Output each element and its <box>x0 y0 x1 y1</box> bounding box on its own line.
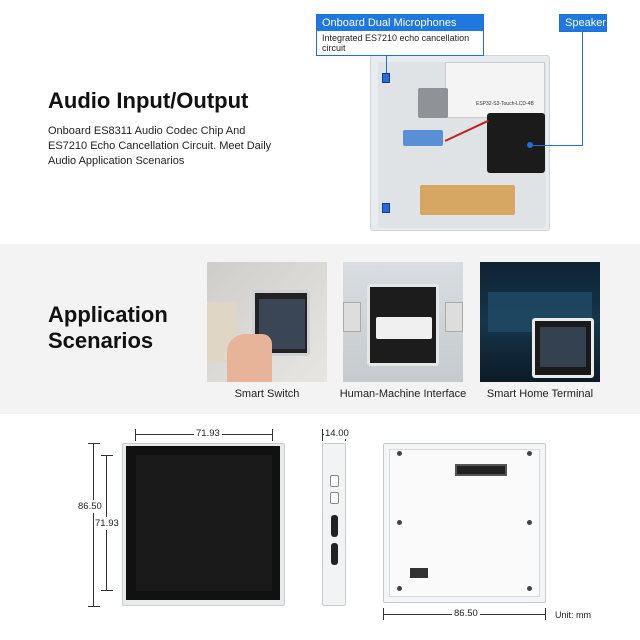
audio-title: Audio Input/Output <box>48 88 249 113</box>
speaker-callout-line-h <box>530 145 582 146</box>
photo-smart-switch <box>207 262 327 382</box>
pcb-top-header: ESP32-S3-Touch-LCD-4B <box>445 62 545 118</box>
microphone-top <box>382 73 390 83</box>
back-screw-1 <box>397 451 402 456</box>
side-depth-tick-left <box>322 429 323 441</box>
front-height-outer-line <box>93 443 94 606</box>
side-button-1 <box>330 475 339 487</box>
back-screw-5 <box>397 586 402 591</box>
speaker-callout: Speaker <box>559 14 607 32</box>
back-width-label: 86.50 <box>452 608 480 619</box>
front-height-inner-tick-top <box>101 455 113 456</box>
back-screw-4 <box>527 520 532 525</box>
back-width-tick-right <box>545 608 546 620</box>
photo-smart-home <box>480 262 600 382</box>
front-height-outer-tick-bottom <box>88 606 100 607</box>
speaker-image <box>487 113 545 173</box>
back-width-tick-left <box>383 608 384 620</box>
scenarios-title-line1: Application <box>48 302 168 327</box>
unit-label: Unit: mm <box>555 610 591 620</box>
codec-module <box>403 130 443 146</box>
front-height-inner-label: 71.93 <box>95 517 119 530</box>
mic-callout-sub: Integrated ES7210 echo cancellation circ… <box>322 33 470 53</box>
front-height-outer-tick-top <box>88 443 100 444</box>
front-width-tick-right <box>272 429 273 441</box>
board-label: ESP32-S3-Touch-LCD-4B <box>476 101 534 107</box>
back-connector-small <box>410 568 428 578</box>
caption-hmi: Human-Machine Interface <box>339 388 467 400</box>
caption-smart-switch: Smart Switch <box>234 388 300 400</box>
speaker-callout-line-v <box>582 32 583 146</box>
mic-callout: Onboard Dual Microphones Integrated ES72… <box>316 14 484 56</box>
back-connector-header <box>455 464 507 476</box>
flex-cable <box>420 185 515 215</box>
audio-description: Onboard ES8311 Audio Codec Chip And ES72… <box>48 125 272 167</box>
photo-hmi <box>343 262 463 382</box>
speaker-callout-title: Speaker <box>560 15 606 31</box>
side-depth-label: 14.00 <box>324 428 350 439</box>
caption-smart-home: Smart Home Terminal <box>486 388 594 400</box>
back-screw-2 <box>527 451 532 456</box>
front-width-label: 71.93 <box>194 428 222 439</box>
scenarios-title-line2: Scenarios <box>48 328 154 353</box>
microphone-bottom <box>382 203 390 213</box>
side-usb-port-2 <box>331 543 338 565</box>
side-usb-port-1 <box>331 515 338 537</box>
side-button-2 <box>330 492 339 504</box>
front-width-tick-left <box>135 429 136 441</box>
mic-callout-title: Onboard Dual Microphones <box>317 15 483 31</box>
front-height-inner-tick-bottom <box>101 590 113 591</box>
processor-chip <box>418 88 448 118</box>
front-view-screen-inner <box>136 455 272 591</box>
mic-callout-line <box>386 45 387 73</box>
back-screw-6 <box>527 586 532 591</box>
back-screw-3 <box>397 520 402 525</box>
front-height-outer-label: 86.50 <box>78 500 102 513</box>
